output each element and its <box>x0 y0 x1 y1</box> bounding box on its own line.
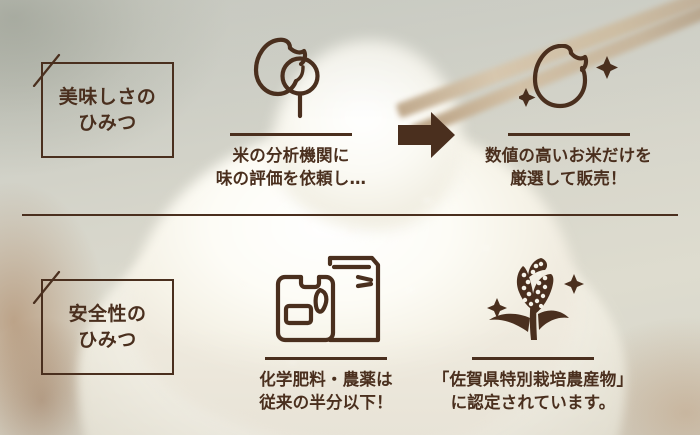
arrow-right-icon <box>398 112 455 162</box>
caption-line-1: 数値の高いお米だけを <box>485 146 652 165</box>
sparkle-icon <box>487 298 507 318</box>
caption-line-1: 米の分析機関に <box>232 146 350 165</box>
rice-texture <box>150 150 570 430</box>
safety-item-fertilizer-caption: 化学肥料・農薬は 従来の半分以下！ <box>259 368 393 415</box>
safety-item-fertilizer: 化学肥料・農薬は 従来の半分以下！ <box>231 248 421 415</box>
taste-item-analysis: 米の分析機関に 味の評価を依頼し… <box>196 36 386 191</box>
corner-slash-icon <box>32 53 61 87</box>
sparkle-icon <box>595 56 618 79</box>
caption-line-1: 化学肥料・農薬は <box>259 370 393 389</box>
icon-container <box>250 36 332 124</box>
caption-rule <box>507 133 630 136</box>
section-label-taste: 美味しさの ひみつ <box>32 53 174 158</box>
icon-container <box>270 248 382 348</box>
caption-line-2: に認定されています。 <box>450 393 616 413</box>
rice-grain-sparkle-icon <box>518 44 618 109</box>
safety-item-certification: 「佐賀県特別栽培農産物」 に認定されています。 <box>420 248 646 415</box>
section-label-safety-line1: 安全性の <box>68 302 147 325</box>
caption-rule <box>265 357 387 360</box>
section-label-taste-line2: ひみつ <box>78 112 137 134</box>
taste-item-selection: 数値の高いお米だけを 厳選して販売！ <box>466 36 671 191</box>
corner-slash-icon <box>32 270 61 304</box>
fertilizer-pesticide-icon <box>275 255 381 343</box>
section-label-safety: 安全性の ひみつ <box>32 270 174 375</box>
taste-item-analysis-caption: 米の分析機関に 味の評価を依頼し… <box>216 144 366 191</box>
rice-grain-magnifier-icon <box>253 37 320 119</box>
rice-ear-sparkle-icon <box>487 258 584 340</box>
icon-container <box>518 36 619 124</box>
sparkle-icon <box>518 88 535 107</box>
caption-line-2: 厳選して販売！ <box>510 169 627 189</box>
caption-rule <box>472 357 594 360</box>
section-label-safety-line2: ひみつ <box>78 329 137 351</box>
section-label-taste-line1: 美味しさの <box>58 85 157 108</box>
caption-line-1: 「佐賀県特別栽培農産物」 <box>432 370 634 389</box>
section-divider <box>22 214 678 216</box>
taste-item-selection-caption: 数値の高いお米だけを 厳選して販売！ <box>485 144 652 191</box>
sparkle-icon <box>564 274 584 294</box>
caption-line-2: 味の評価を依頼し… <box>215 169 367 189</box>
icon-container <box>473 248 593 348</box>
safety-item-certification-caption: 「佐賀県特別栽培農産物」 に認定されています。 <box>433 368 633 415</box>
caption-line-2: 従来の半分以下！ <box>259 393 393 413</box>
caption-rule <box>230 133 352 136</box>
